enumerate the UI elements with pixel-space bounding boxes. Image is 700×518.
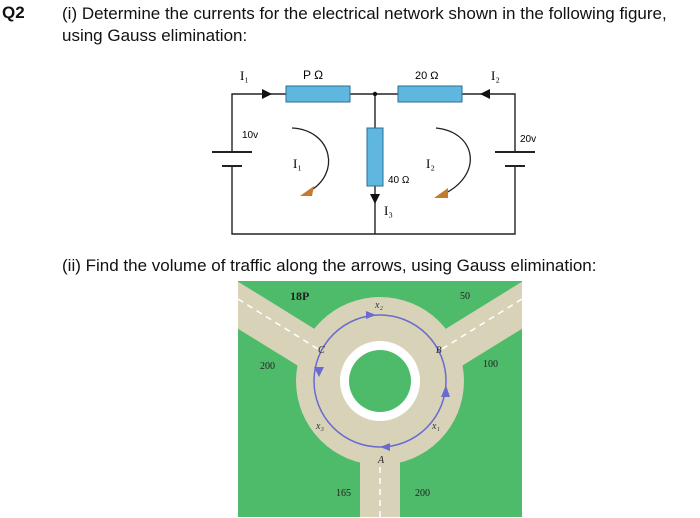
label-loop-left: I₁ <box>293 156 302 171</box>
label-var-right: x₁ <box>431 421 440 432</box>
label-var-left: x₃ <box>315 421 324 432</box>
traffic-diagram: 18P 50 x₂ C B 200 100 x₃ x₁ A 165 200 <box>238 281 522 517</box>
current-arrow-left <box>262 89 272 99</box>
loop-arrow-left-head <box>300 186 314 196</box>
loop-arrow-right-head <box>434 188 448 198</box>
current-arrow-right <box>480 89 490 99</box>
label-flow-right: 100 <box>483 359 498 370</box>
label-flow-left: 200 <box>260 361 275 372</box>
label-flow-top-left: 18P <box>290 289 309 303</box>
label-battery-right: 20v <box>520 134 536 145</box>
junction-dot <box>372 91 378 97</box>
label-flow-bottom-right: 200 <box>415 488 430 499</box>
label-resistor-top-right: 20 Ω <box>415 70 439 82</box>
label-resistor-top-left: P Ω <box>303 68 323 82</box>
loop-arrow-right <box>435 127 471 195</box>
arrow-bottom <box>380 443 390 451</box>
resistor-middle <box>366 127 384 187</box>
label-node-b: B <box>436 345 442 355</box>
resistor-top-left <box>285 85 351 103</box>
wire-left <box>231 93 286 152</box>
label-current-right: I₂ <box>491 68 500 83</box>
question-part-1: (i) Determine the currents for the elect… <box>62 4 667 45</box>
label-node-c: C <box>318 345 325 356</box>
arrow-left <box>314 367 324 377</box>
wire-left-bottom <box>231 166 516 235</box>
label-current-left: I₁ <box>240 68 249 83</box>
arrow-top <box>366 311 376 319</box>
wire-right <box>462 93 516 152</box>
label-flow-top-right: 50 <box>460 291 470 302</box>
current-arrow-middle <box>370 194 380 204</box>
circuit-diagram: I₁ P Ω 20 Ω I₂ 10v 20v I₁ I₂ 40 Ω I₃ <box>212 68 536 235</box>
loop-arrow-left <box>291 127 330 193</box>
roundabout-island <box>349 350 411 412</box>
question-part-2: (ii) Find the volume of traffic along th… <box>62 256 597 275</box>
label-flow-bottom-left: 165 <box>336 488 351 499</box>
label-current-middle: I₃ <box>384 203 393 218</box>
question-number: Q2 <box>2 3 25 22</box>
label-resistor-middle: 40 Ω <box>388 175 410 186</box>
lane-top-right <box>441 298 522 350</box>
label-battery-left: 10v <box>242 130 258 141</box>
lane-top-left <box>238 298 319 350</box>
label-loop-right: I₂ <box>426 156 435 171</box>
arrow-right <box>441 385 450 397</box>
label-var-top: x₂ <box>374 300 383 311</box>
label-node-a: A <box>377 455 385 466</box>
resistor-top-right <box>397 85 463 103</box>
